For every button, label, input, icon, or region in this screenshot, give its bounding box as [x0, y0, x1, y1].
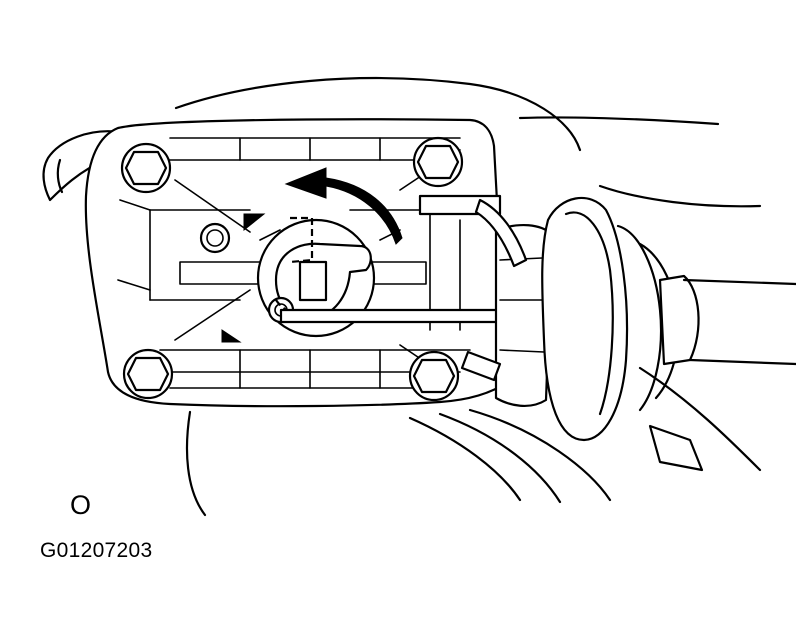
- bolt-top-left: [120, 142, 172, 194]
- bolt-bottom-right: [408, 350, 460, 402]
- dust-boot: [541, 196, 796, 442]
- view-mark-label: O: [70, 490, 92, 520]
- bolt-bottom-left: [122, 348, 174, 400]
- figure-code-label: G01207203: [40, 539, 153, 562]
- rotation-arrow: [284, 167, 403, 245]
- pin-hole: [199, 222, 231, 254]
- bolt-top-right: [412, 136, 464, 188]
- column-connector: [418, 194, 554, 407]
- column-housing-outline: [174, 76, 762, 517]
